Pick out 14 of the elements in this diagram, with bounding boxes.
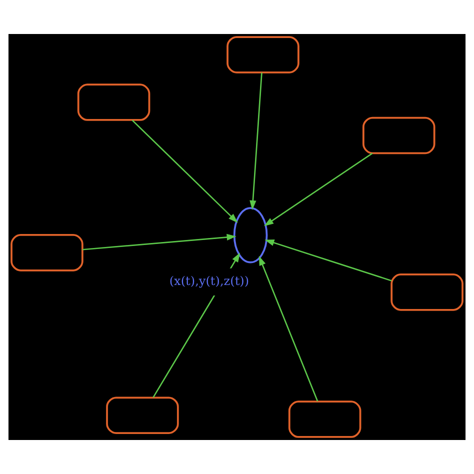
label: (x(t),y(t),z(t)) [169,274,250,288]
node-box [362,116,436,154]
node-box [390,274,464,311]
arrow [250,72,262,210]
node-box [288,400,362,438]
arrow [264,152,373,226]
arrow [82,234,236,250]
node-box [226,36,300,74]
node-box [10,234,84,272]
arrow [258,256,318,402]
arrow [264,240,392,282]
arrow [132,120,238,223]
node-box [106,396,179,434]
node-box [77,84,150,121]
